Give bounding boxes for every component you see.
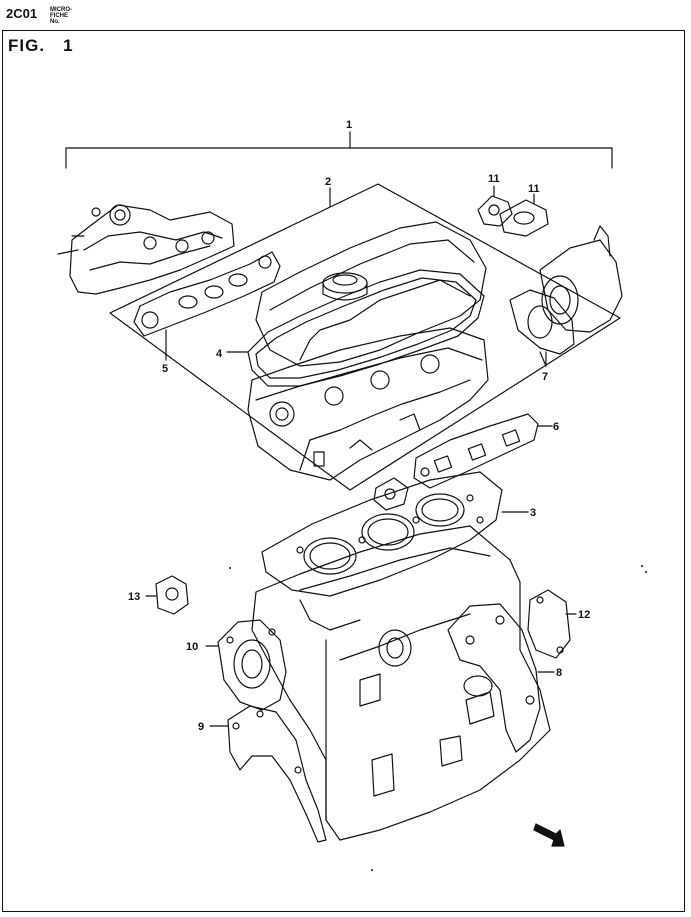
- microfiche-label: MICRO- FICHE No.: [50, 7, 72, 25]
- thermostat-housing: [539, 225, 623, 333]
- small-gasket-left: [477, 185, 513, 227]
- front-direction-arrow-icon: [533, 823, 565, 847]
- oil-passage-gasket: [373, 477, 409, 511]
- head-set-box: [109, 183, 621, 491]
- callout-12: 12: [578, 609, 590, 621]
- callout-8: 8: [556, 667, 562, 679]
- set-bracket: [65, 131, 613, 169]
- rear-housing-gasket: [447, 603, 555, 753]
- page-code: 2C01: [6, 6, 38, 21]
- callout-4: 4: [216, 348, 223, 360]
- microfiche-line-2: FICHE No.: [50, 13, 68, 25]
- figure-label: FIG.: [8, 36, 46, 55]
- figure-number: 1: [63, 36, 74, 55]
- callout-13: 13: [128, 591, 140, 603]
- callout-10: 10: [186, 641, 198, 653]
- oil-pump-gasket: [205, 619, 287, 711]
- callout-2: 2: [325, 176, 331, 188]
- cylinder-head: [247, 327, 489, 481]
- callout-1: 1: [346, 119, 352, 131]
- callout-11-left: 11: [488, 173, 500, 185]
- exhaust-gasket: [413, 413, 553, 489]
- housing-gasket: [509, 289, 575, 367]
- microfiche-line-1: MICRO-: [50, 7, 72, 13]
- intake-manifold: [57, 204, 235, 295]
- callout-3: 3: [530, 507, 536, 519]
- callout-6: 6: [553, 421, 559, 433]
- valve-cover: [255, 221, 487, 367]
- intake-gasket: [133, 251, 281, 361]
- figure-title: FIG. 1: [8, 36, 92, 56]
- callout-9: 9: [198, 721, 204, 733]
- timing-cover-gasket: [209, 705, 327, 843]
- small-gasket-right: [499, 193, 549, 237]
- cylinder-head-gasket: [261, 471, 529, 597]
- water-outlet-gasket: [145, 575, 189, 615]
- cylinder-block: [251, 525, 551, 841]
- cover-gasket: [527, 589, 577, 659]
- valve-cover-gasket: [226, 269, 485, 387]
- figure-frame: [2, 30, 685, 912]
- oil-filler-cap: [322, 272, 368, 301]
- callout-11-right: 11: [528, 183, 540, 195]
- callout-5: 5: [162, 363, 168, 375]
- callout-7: 7: [542, 371, 548, 383]
